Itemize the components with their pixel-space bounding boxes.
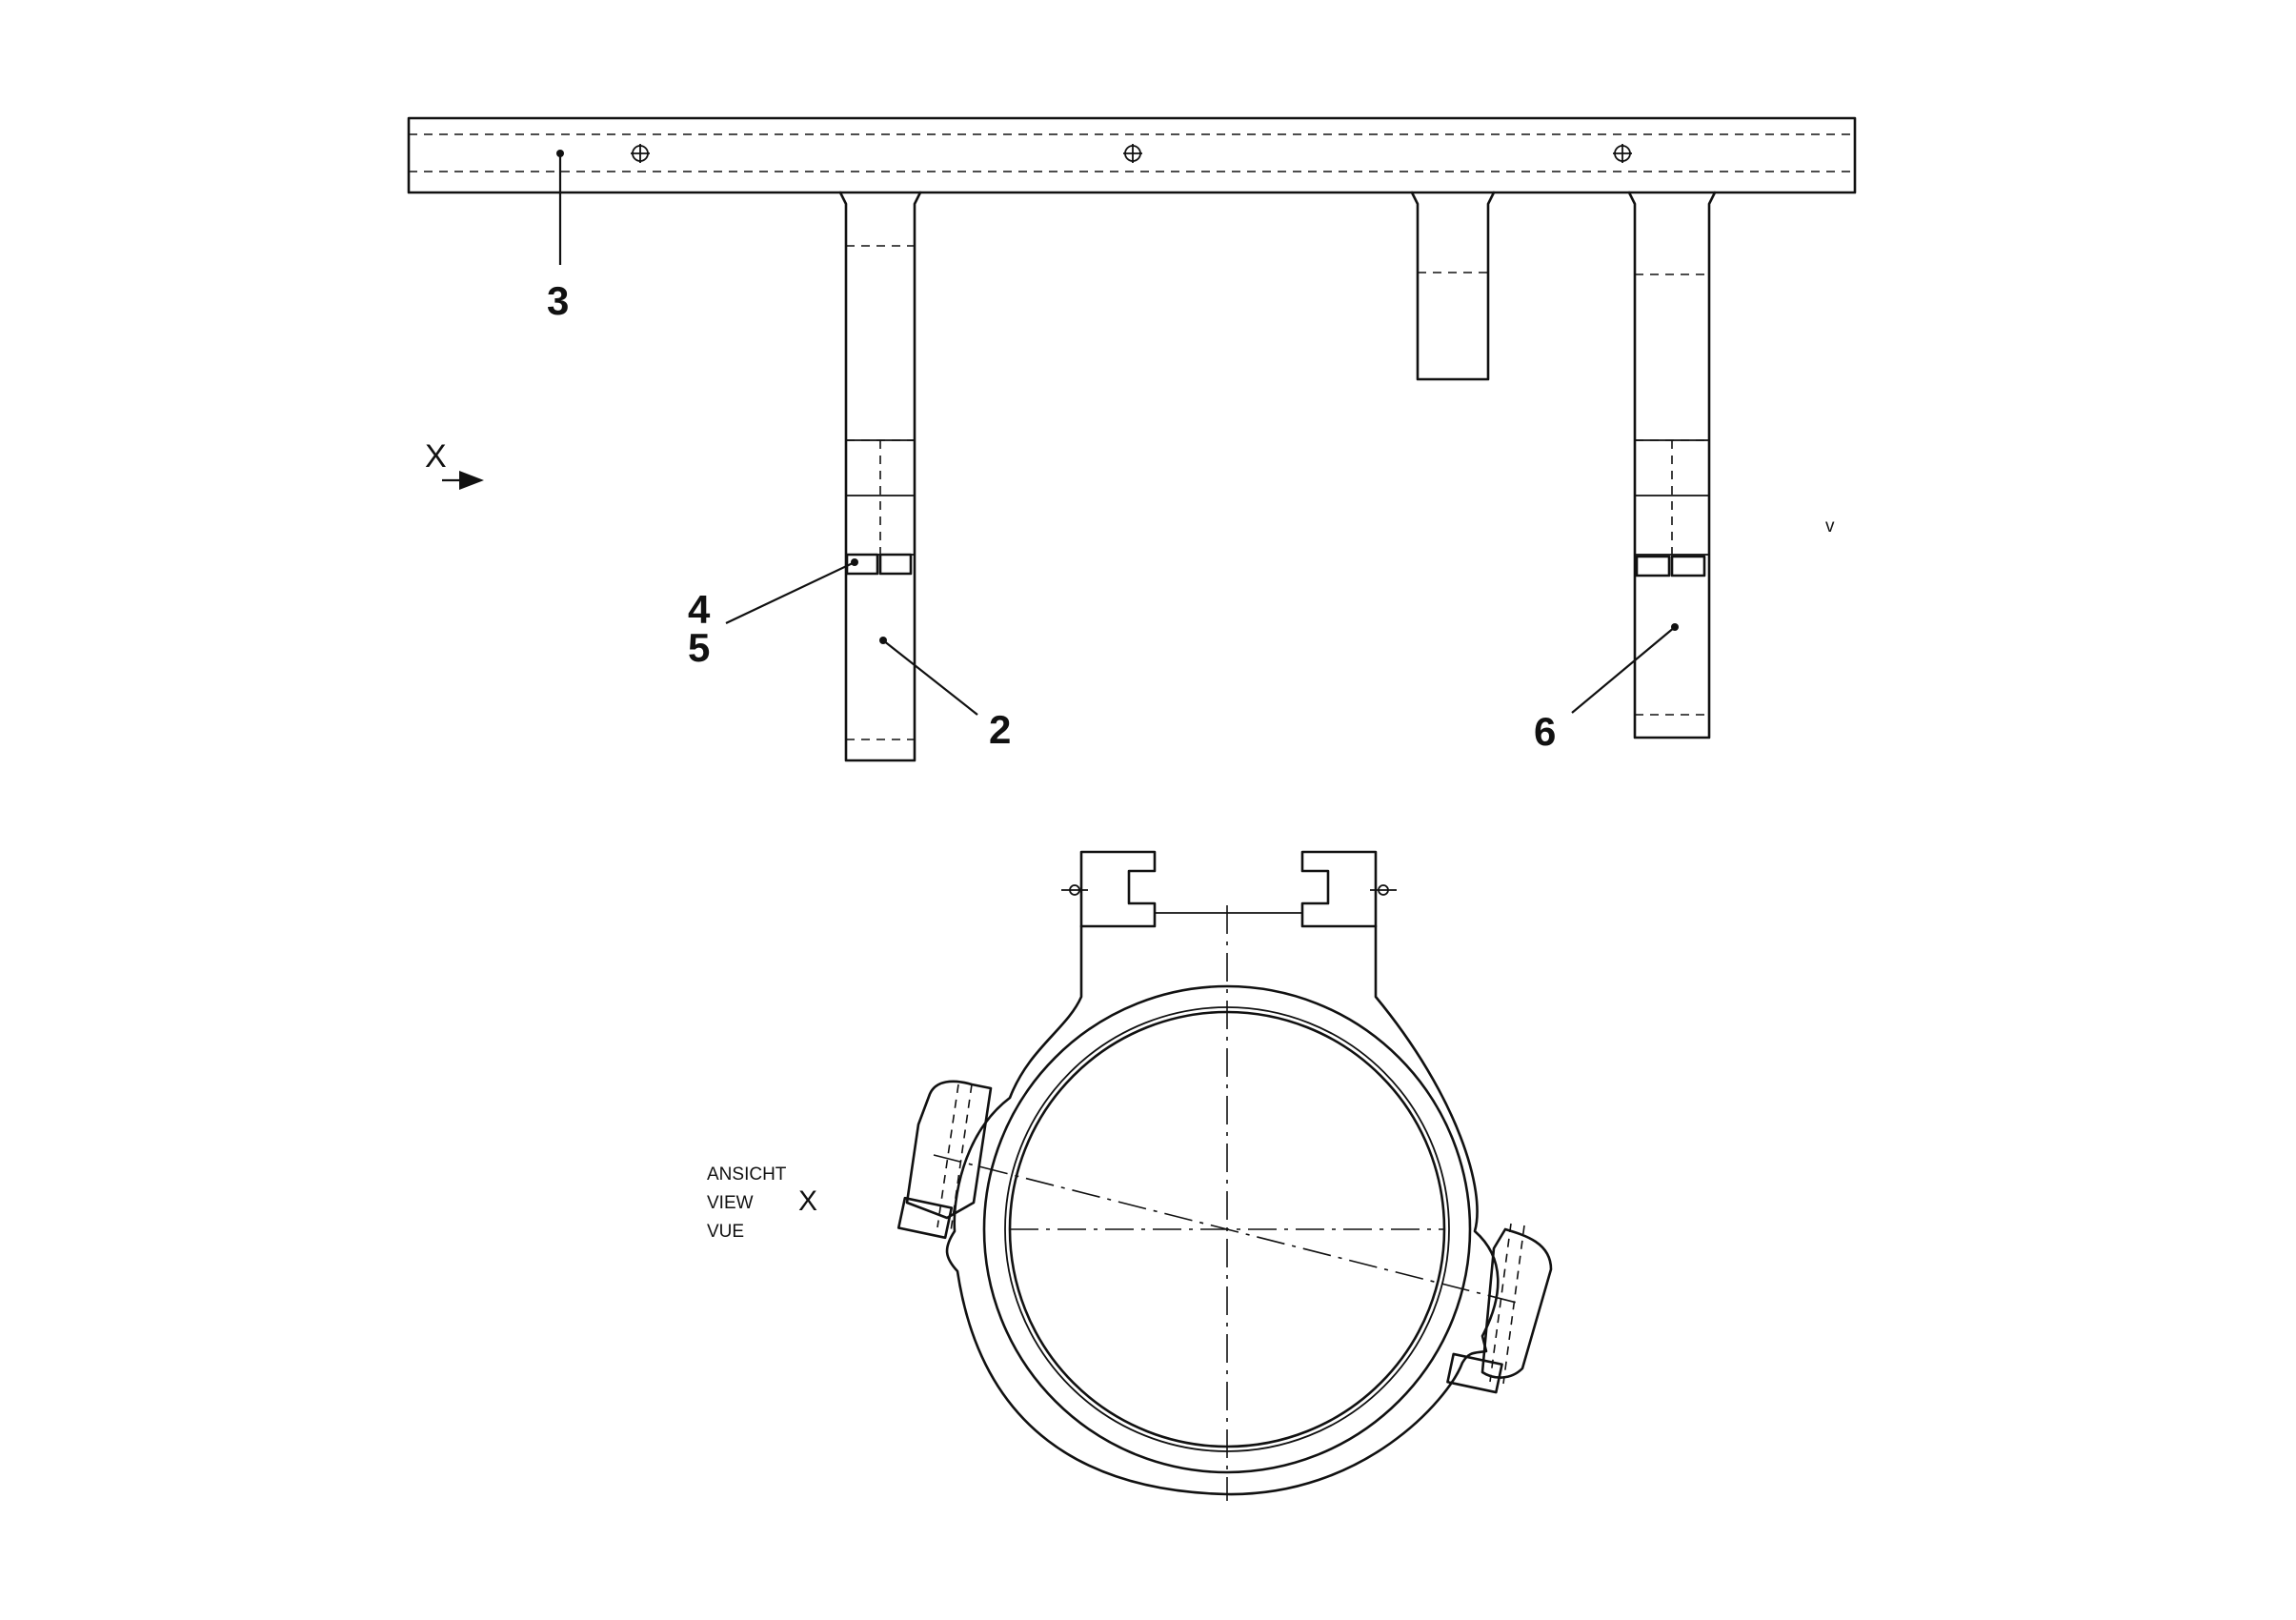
rail-bolt-center-icon bbox=[1123, 144, 1142, 163]
pin-left-icon bbox=[1061, 884, 1088, 896]
bolt-lug-right bbox=[1446, 1223, 1553, 1394]
rail-bolt-right-icon bbox=[1613, 144, 1632, 163]
callout-4-5: 4 5 bbox=[688, 558, 858, 670]
view-label-german: ANSICHT bbox=[707, 1164, 787, 1185]
view-marker-label: X bbox=[425, 438, 447, 475]
stray-mark: v bbox=[1825, 516, 1835, 537]
outer-ring bbox=[982, 984, 1472, 1474]
middle-hanger bbox=[1410, 191, 1496, 381]
arrow-right-icon bbox=[459, 471, 484, 490]
jaw-left bbox=[1079, 850, 1157, 928]
side-elevation: X 3 4 5 2 6 v bbox=[407, 116, 1857, 762]
rail-bolt-left-icon bbox=[631, 144, 650, 163]
right-hanger bbox=[1627, 191, 1717, 739]
callout-3: 3 bbox=[547, 150, 569, 323]
callout-6: 6 bbox=[1534, 623, 1679, 754]
left-hanger bbox=[838, 191, 922, 762]
callout-5-label: 5 bbox=[688, 625, 710, 670]
jaw-right bbox=[1300, 850, 1378, 928]
view-direction-marker: X bbox=[425, 438, 484, 490]
centerline-bolt-axis bbox=[933, 1154, 1521, 1305]
view-x-clamp: ANSICHT VIEW VUE X bbox=[707, 850, 1553, 1501]
bolt-lug-left bbox=[896, 1080, 993, 1240]
callout-4-label: 4 bbox=[688, 587, 711, 632]
callout-2: 2 bbox=[879, 637, 1011, 752]
callout-3-label: 3 bbox=[547, 278, 569, 323]
view-label-english: VIEW bbox=[707, 1193, 754, 1213]
view-label-designator: X bbox=[798, 1185, 817, 1217]
pin-right-icon bbox=[1370, 884, 1397, 896]
cross-rail bbox=[407, 116, 1857, 194]
view-x-label: ANSICHT VIEW VUE X bbox=[707, 1164, 817, 1242]
view-label-french: VUE bbox=[707, 1222, 744, 1242]
callout-2-label: 2 bbox=[989, 707, 1011, 752]
callout-6-label: 6 bbox=[1534, 709, 1556, 754]
